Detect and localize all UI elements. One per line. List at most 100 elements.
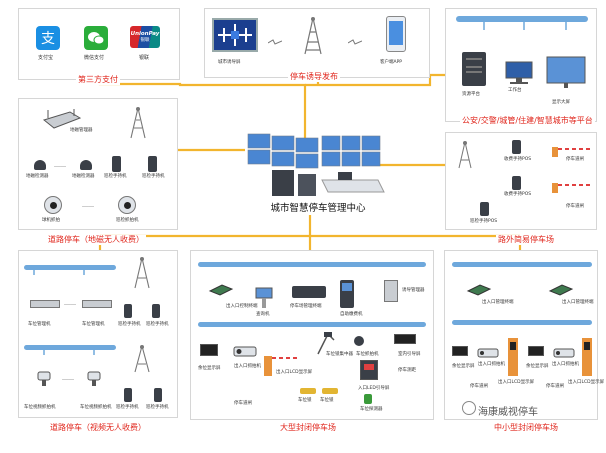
magnetic-gateway-icon	[40, 108, 82, 136]
barrier1-label: 停车道闸	[470, 384, 488, 389]
network-bus	[456, 16, 588, 30]
ent-screen-label: 余位显示屏	[198, 366, 221, 371]
panel-guidance-title: 停车诱导发布	[288, 72, 340, 82]
led-screen-icon	[452, 346, 468, 356]
smartphone-icon	[386, 16, 406, 52]
led-guide-screen-icon	[360, 360, 378, 380]
cam2-label: 出入口抓拍机	[552, 362, 579, 367]
pos-label: 巡检手持机	[104, 174, 127, 179]
guidance-screen-icon	[212, 18, 258, 52]
detector-icon	[364, 394, 372, 404]
parking-lock-icon	[300, 388, 316, 394]
barrier-label: 停车道闸	[566, 157, 584, 162]
guide-manager-icon	[384, 280, 398, 302]
lcd-label: 出入口LCD显示屏	[276, 370, 313, 375]
unionpay-subtext: 银联	[140, 38, 150, 43]
entrance-camera-icon	[232, 344, 260, 363]
video-camera-icon	[34, 370, 56, 390]
panel-road-video-title: 道路停车（视频无人收费）	[48, 423, 148, 433]
lightning-icon	[347, 32, 363, 51]
panel-large-lot-title: 大型封闭停车场	[278, 423, 338, 433]
park-cam-label: 车位抓拍机	[356, 352, 379, 357]
watermark-logo-icon	[462, 401, 476, 415]
handheld-pos-icon	[124, 388, 132, 402]
dots: ……	[64, 300, 76, 307]
panel-payment-title: 第三方支付	[76, 75, 120, 85]
wechat-pay-icon	[84, 26, 108, 50]
wechat-pay-label: 微信支付	[84, 55, 105, 61]
unionpay-icon: UnionPay 银联	[130, 26, 160, 48]
sensor2-label: 地磁检测器	[72, 174, 95, 179]
router-label: 出入口控制终端	[226, 304, 258, 309]
router-icon	[548, 282, 574, 301]
handheld-pos-icon	[148, 156, 157, 172]
nvr2-label: 余位显示屏	[526, 364, 549, 369]
camera1-label: 球机抓拍	[42, 218, 60, 223]
ent-cam-label: 出入口抓拍机	[234, 364, 261, 369]
wire-govt	[305, 73, 445, 87]
antenna-tower-icon	[302, 16, 324, 60]
center-title: 城市智慧停车管理中心	[270, 203, 366, 214]
pos4-label: 巡检手持机	[146, 405, 169, 410]
antenna-tower-icon	[456, 140, 474, 174]
entrance-camera-icon	[476, 344, 502, 363]
barrier-gate-icon	[580, 334, 594, 382]
handheld-pos-icon	[480, 202, 489, 216]
sensor-icon	[34, 160, 46, 170]
cam2-label: 车位视频抓拍机	[80, 405, 112, 410]
guide-cam-label: 停车测距	[398, 368, 416, 373]
guidance-screen-label: 城市诱导屏	[218, 60, 241, 65]
camera2-label: 巡检抓拍机	[116, 218, 139, 223]
handheld-pos-icon	[512, 140, 521, 154]
alipay-icon: 支	[36, 26, 60, 50]
guide-label: 诱导管理器	[402, 288, 425, 293]
pos2-label: 收费手持POS	[504, 192, 532, 197]
nvr1-label: 车位管理机	[28, 322, 51, 327]
panel-outdoor-simple	[445, 132, 597, 230]
antenna-tower-icon	[128, 106, 148, 144]
pos1-label: 收费手持POS	[504, 157, 532, 162]
kiosk-icon	[252, 286, 276, 314]
antenna-tower-icon	[132, 344, 152, 378]
network-bus	[452, 262, 592, 267]
handheld-pos-icon	[112, 156, 121, 172]
nvr-label: 停车场管理终端	[290, 304, 322, 309]
indoor-screen-icon	[394, 334, 416, 344]
app-label: 客户端APP	[380, 60, 403, 65]
network-bus	[198, 322, 426, 327]
display-wall-icon	[546, 56, 586, 94]
nvr-icon	[30, 300, 60, 308]
network-bus	[24, 265, 116, 275]
lcd2-label: 出入口LCD显示屏	[568, 380, 605, 385]
handheld-pos-icon	[124, 304, 132, 318]
barrier2-label: 停车道闸	[546, 384, 564, 389]
nvr-icon	[82, 300, 112, 308]
lock1-label: 车位锁	[298, 398, 312, 403]
network-bus	[24, 345, 116, 355]
workstation-icon	[504, 60, 538, 90]
barrier-gate-icon	[552, 178, 592, 197]
nvr2-label: 车位管理机	[82, 322, 105, 327]
barrier2-label: 停车道闸	[566, 204, 584, 209]
router-icon	[208, 282, 234, 301]
dots: ……	[54, 162, 66, 169]
pos3-label: 巡检手持POS	[470, 219, 498, 224]
dome-camera-icon	[118, 196, 136, 214]
panel-outdoor-title: 路外简易停车场	[496, 235, 556, 245]
panel-road-video	[18, 250, 178, 418]
parking-camera-icon	[354, 336, 364, 346]
server-icon	[462, 52, 486, 86]
lcd1-label: 出入口LCD显示屏	[498, 380, 535, 385]
workstation-label: 工作台	[508, 88, 522, 93]
pos3-label: 巡检手持机	[116, 405, 139, 410]
panel-small-lot-title: 中小型封闭停车场	[492, 423, 560, 433]
handheld-pos-icon	[154, 388, 162, 402]
barrier-gate-icon	[552, 142, 592, 161]
dots: ……	[62, 375, 74, 382]
kiosk-label: 查询机	[256, 312, 270, 317]
lock-concentrator-icon	[316, 330, 336, 360]
handheld-pos-icon	[152, 304, 160, 318]
rack-label: 车位锁集中器	[326, 352, 353, 357]
unionpay-label: 银联	[139, 55, 150, 61]
handheld-pos-icon	[512, 176, 521, 190]
